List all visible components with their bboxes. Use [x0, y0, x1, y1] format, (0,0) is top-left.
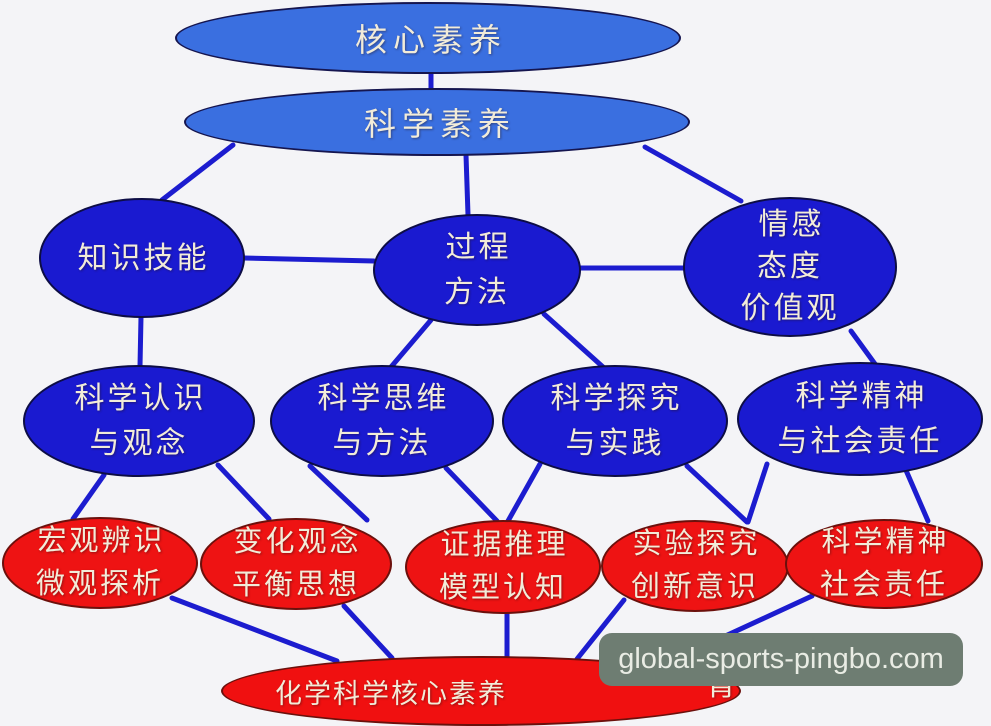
edge-thinking-evidence [443, 465, 500, 524]
node-scientific-spirit: 科学精神 与社会责任 [737, 362, 983, 476]
node-process-method: 过程 方法 [373, 214, 581, 326]
watermark-text: global-sports-pingbo.com [618, 643, 944, 675]
edge-science-knowledge [159, 142, 236, 203]
edge-cognition-change [215, 462, 272, 522]
edge-spirit-experiment [745, 461, 770, 525]
edge-process-thinking [388, 317, 434, 370]
node-macro-micro: 宏观辨识 微观探析 [2, 517, 198, 609]
node-science-literacy: 科学素养 [184, 88, 690, 156]
node-experiment-innovation: 实验探究 创新意识 [601, 520, 789, 612]
edge-inquiry-experiment [684, 463, 750, 525]
node-spirit-responsibility: 科学精神 社会责任 [785, 519, 983, 609]
node-scientific-cognition: 科学认识 与观念 [23, 365, 255, 477]
edge-cognition-macro [70, 472, 107, 522]
edge-change-chemistry [341, 603, 395, 661]
node-knowledge-skills: 知识技能 [39, 198, 245, 318]
node-emotion-attitude-values: 情感 态度 价值观 [683, 197, 897, 337]
edge-spirit-scispiritred [902, 465, 931, 524]
node-change-balance: 变化观念 平衡思想 [200, 518, 392, 610]
edge-inquiry-evidence [505, 461, 543, 524]
edge-knowledge-process [241, 255, 377, 264]
edge-knowledge-cognition [137, 314, 144, 369]
node-core-literacy: 核心素养 [175, 2, 681, 74]
node-evidence-model: 证据推理 模型认知 [405, 520, 601, 614]
edge-science-emotion [642, 144, 744, 204]
node-scientific-thinking: 科学思维 与方法 [270, 365, 494, 477]
watermark: global-sports-pingbo.com [599, 633, 963, 686]
edge-process-inquiry [541, 311, 606, 370]
edge-emotion-spirit [848, 328, 878, 367]
chemistry-core-literacy-label: 化学科学核心素养 [275, 678, 507, 709]
edge-science-process [463, 152, 471, 218]
node-scientific-inquiry: 科学探究 与实践 [502, 365, 728, 477]
